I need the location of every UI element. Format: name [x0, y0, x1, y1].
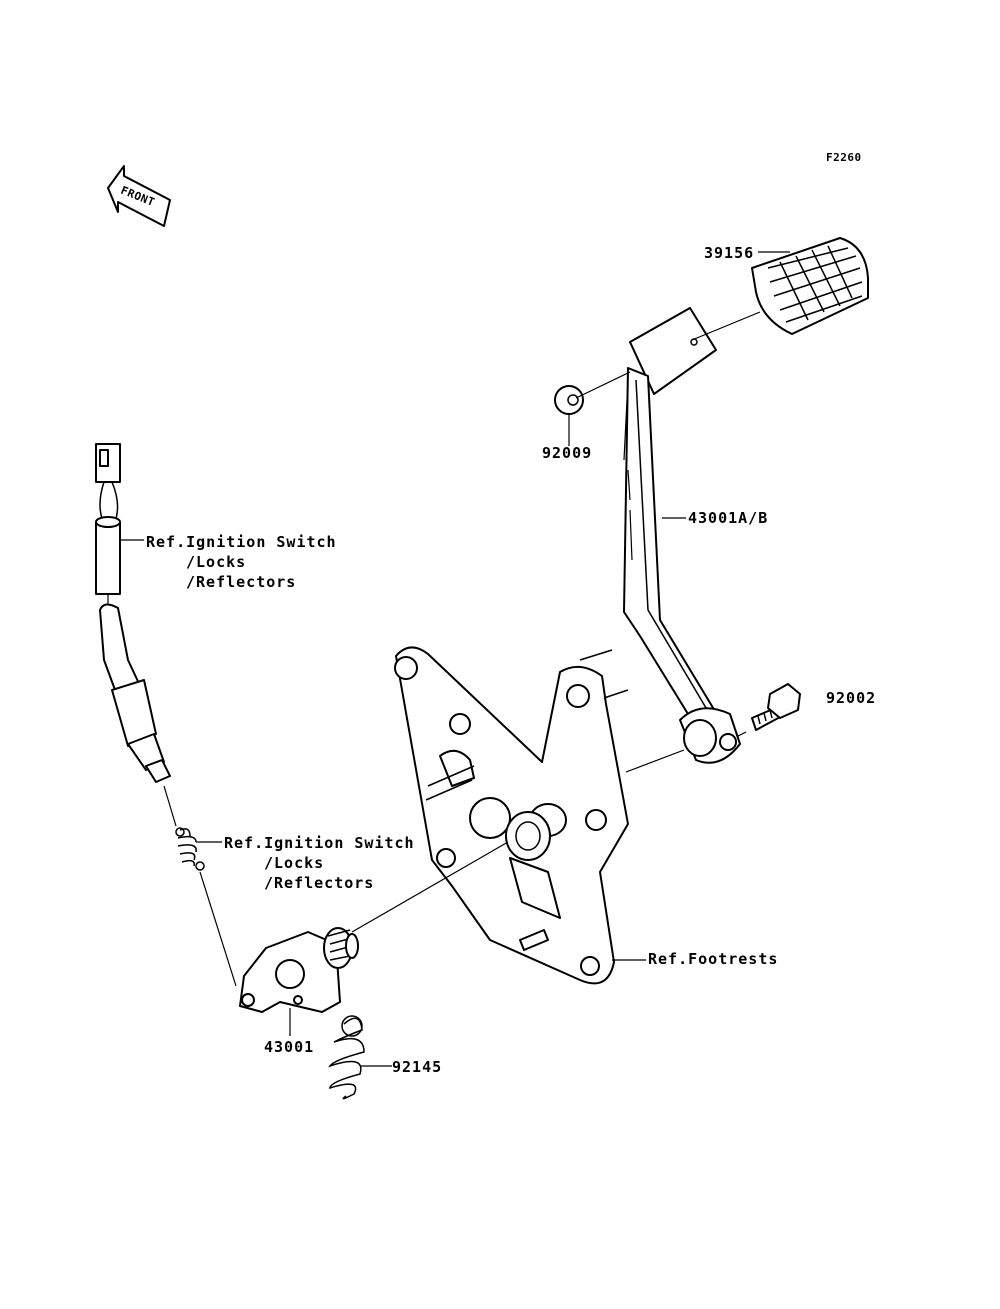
switch-cable: [95, 443, 143, 699]
return-spring-92145: [328, 1015, 365, 1100]
callout-leaders: [120, 251, 790, 1067]
bolt-92002: [751, 683, 801, 731]
callout-43001ab: 43001A/B: [688, 509, 768, 527]
pedal-pivot-boss: [679, 707, 741, 764]
ref-ignition-switch-lower-3: /Reflectors: [264, 874, 374, 892]
arm-43001: [239, 927, 359, 1013]
callout-39156: 39156: [704, 244, 754, 262]
pedal-pad: [751, 237, 869, 335]
callout-92002: 92002: [826, 689, 876, 707]
washer-92009: [554, 385, 584, 415]
callout-92145: 92145: [392, 1058, 442, 1076]
assembly-lines: [107, 311, 761, 987]
ref-footrests: Ref.Footrests: [648, 950, 778, 968]
callout-43001: 43001: [264, 1038, 314, 1056]
ref-ignition-switch-lower-2: /Locks: [264, 854, 324, 872]
figure-code: F2260: [826, 151, 862, 164]
callout-92009: 92009: [542, 444, 592, 462]
ref-ignition-switch-upper-3: /Reflectors: [186, 573, 296, 591]
front-arrow-icon: FRONT: [107, 165, 171, 227]
switch-spring: [175, 827, 205, 871]
ref-ignition-switch-upper-1: Ref.Ignition Switch: [146, 533, 337, 551]
ref-ignition-switch-upper-2: /Locks: [186, 553, 246, 571]
footrest-bracket: [394, 646, 629, 985]
ref-ignition-switch-lower-1: Ref.Ignition Switch: [224, 834, 415, 852]
brake-light-switch: [111, 679, 171, 783]
brake-pedal-arm: [623, 367, 725, 741]
